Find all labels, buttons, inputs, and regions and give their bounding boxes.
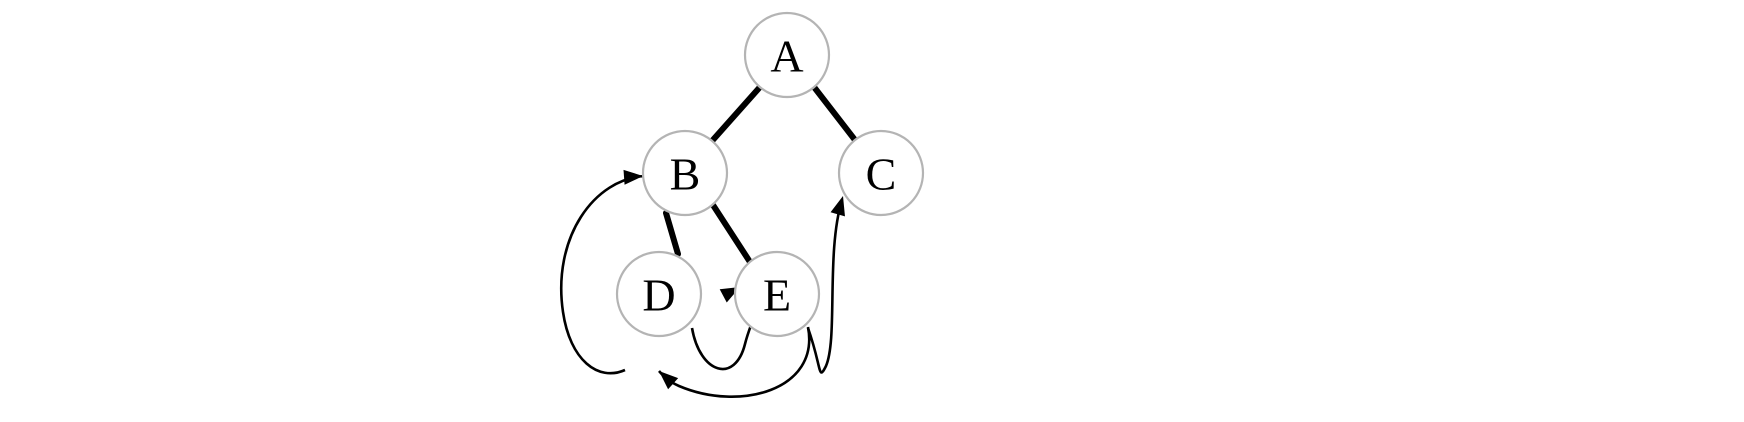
tree-edge-b-e <box>710 202 753 265</box>
tree-edge-a-c <box>811 84 858 143</box>
node-label-d: D <box>642 270 675 321</box>
tree-edge-group <box>663 84 858 265</box>
tree-edge-b-d <box>663 210 681 257</box>
node-circle-e[interactable] <box>733 250 821 338</box>
node-a[interactable]: A <box>743 11 831 99</box>
arrowhead-icon-d-b <box>623 169 643 185</box>
arrowhead-icon-e-d <box>659 371 679 390</box>
tree-edge-a-b <box>709 84 763 144</box>
node-circle-b[interactable] <box>641 129 729 217</box>
curved-edge-d-b <box>560 174 647 375</box>
node-label-a: A <box>770 31 803 82</box>
arrowhead-icon-e-c <box>830 196 845 217</box>
node-b[interactable]: B <box>641 129 729 217</box>
node-circle-a[interactable] <box>743 11 831 99</box>
node-circle-d[interactable] <box>615 250 703 338</box>
curved-edge-e-d <box>658 326 811 398</box>
node-label-c: C <box>866 149 897 200</box>
node-circle-c[interactable] <box>837 129 925 217</box>
node-label-e: E <box>763 270 791 321</box>
node-label-b: B <box>670 149 701 200</box>
node-d[interactable]: D <box>615 250 703 338</box>
node-c[interactable]: C <box>837 129 925 217</box>
node-group: A B C D E <box>615 11 925 338</box>
node-e[interactable]: E <box>733 250 821 338</box>
curved-edge-e-c <box>806 199 844 374</box>
